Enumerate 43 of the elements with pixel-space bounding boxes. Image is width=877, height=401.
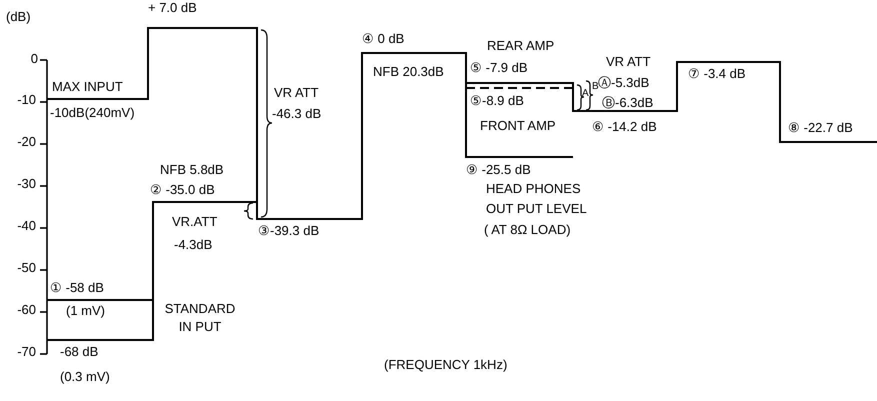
level-label: (1 mV): [66, 304, 105, 317]
level-label: A: [582, 89, 589, 99]
level-label: OUT PUT LEVEL: [486, 202, 587, 215]
level-label: VR.ATT: [172, 215, 218, 228]
level-label: Ⓐ-5.3dB: [598, 76, 650, 89]
level-label: NFB 20.3dB: [373, 65, 444, 78]
level-label: HEAD PHONES: [486, 182, 581, 195]
level-label: NFB 5.8dB: [160, 163, 224, 176]
level-label: STANDARD IN PUT: [164, 300, 236, 336]
level-label: ( AT 8Ω LOAD): [484, 223, 571, 236]
level-label: ⑥ -14.2 dB: [592, 120, 657, 133]
level-label: ⑤-8.9 dB: [470, 94, 524, 107]
level-label: -4.3dB: [174, 238, 212, 251]
level-label: -68 dB: [60, 345, 98, 358]
level-label: (0.3 mV): [60, 370, 110, 383]
level-label: FRONT AMP: [480, 119, 556, 132]
level-label: ① -58 dB: [50, 281, 104, 294]
axis-tick-label: -10: [16, 93, 36, 106]
level-label: + 7.0 dB: [148, 1, 197, 14]
level-label: VR ATT: [274, 86, 319, 99]
level-label: MAX INPUT: [52, 80, 123, 93]
level-label: -46.3 dB: [272, 107, 322, 120]
axis-tick-label: 0: [30, 52, 38, 65]
level-label: ⑦ -3.4 dB: [688, 67, 746, 80]
axis-tick-label: -50: [16, 261, 36, 274]
level-label: ② -35.0 dB: [150, 183, 215, 196]
level-label: -10dB(240mV): [50, 106, 135, 119]
axis-unit-label: (dB): [6, 10, 31, 23]
level-label: ⑤ -7.9 dB: [470, 61, 528, 74]
level-label: Ⓑ-6.3dB: [602, 96, 654, 109]
axis-tick-label: -40: [16, 219, 36, 232]
level-label: ⑨ -25.5 dB: [466, 163, 531, 176]
level-label: ④ 0 dB: [362, 32, 404, 45]
level-label: ⑧ -22.7 dB: [788, 121, 853, 134]
axis-tick-label: -20: [16, 135, 36, 148]
level-label: VR ATT: [606, 55, 651, 68]
level-label: REAR AMP: [487, 39, 554, 52]
level-label: (FREQUENCY 1kHz): [384, 358, 508, 371]
axis-tick-label: -30: [16, 177, 36, 190]
level-label: B: [592, 82, 599, 92]
level-label: ③-39.3 dB: [258, 224, 320, 237]
axis-tick-label: -60: [16, 303, 36, 316]
axis-tick-label: -70: [16, 345, 36, 358]
